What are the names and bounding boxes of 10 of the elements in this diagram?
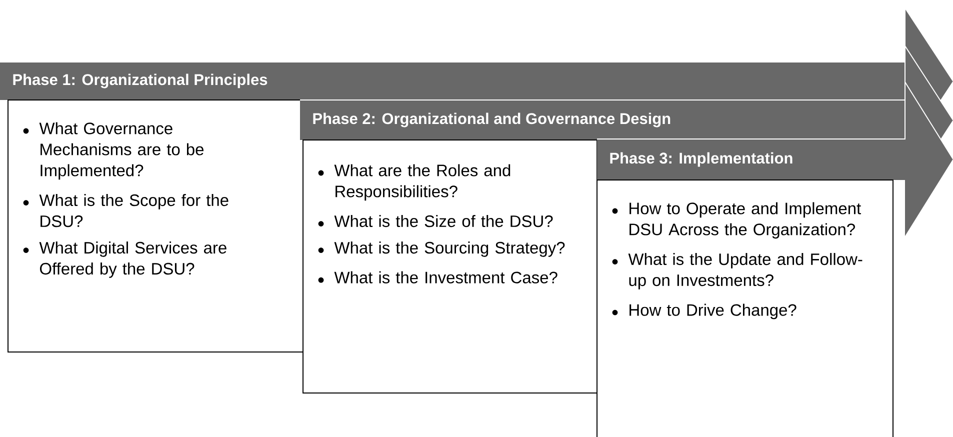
node-label: Phase 1: Organizational Principles: [13, 74, 268, 88]
question-box: What Governance Mechanisms are to be Implemented? What is the Scope for the DSU? What Digital Services are Offered by the DSU?: [8, 100, 304, 352]
node-label: How to Operate and Implement DSU Across the Organization?: [630, 202, 861, 239]
phase-banner: Phase 1: Organizational Principles: [0, 6, 953, 100]
question-box: How to Operate and Implement DSU Across the Organization? What is the Update and Follow-up on Investments? How to Drive Change?: [596, 180, 894, 437]
question-box: What are the Roles and Responsibilities? What is the Size of the DSU? What is the Sourcing Strategy? What is the Investment Case?: [302, 140, 598, 394]
node-label: Phase 3: Implementation: [610, 152, 792, 167]
node-label: What is the Update and Follow-up on Investments?: [628, 252, 862, 290]
node-label: How to Drive Change?: [630, 304, 796, 320]
phase-banner: Phase 2: Organizational and Governance Design: [300, 44, 953, 140]
